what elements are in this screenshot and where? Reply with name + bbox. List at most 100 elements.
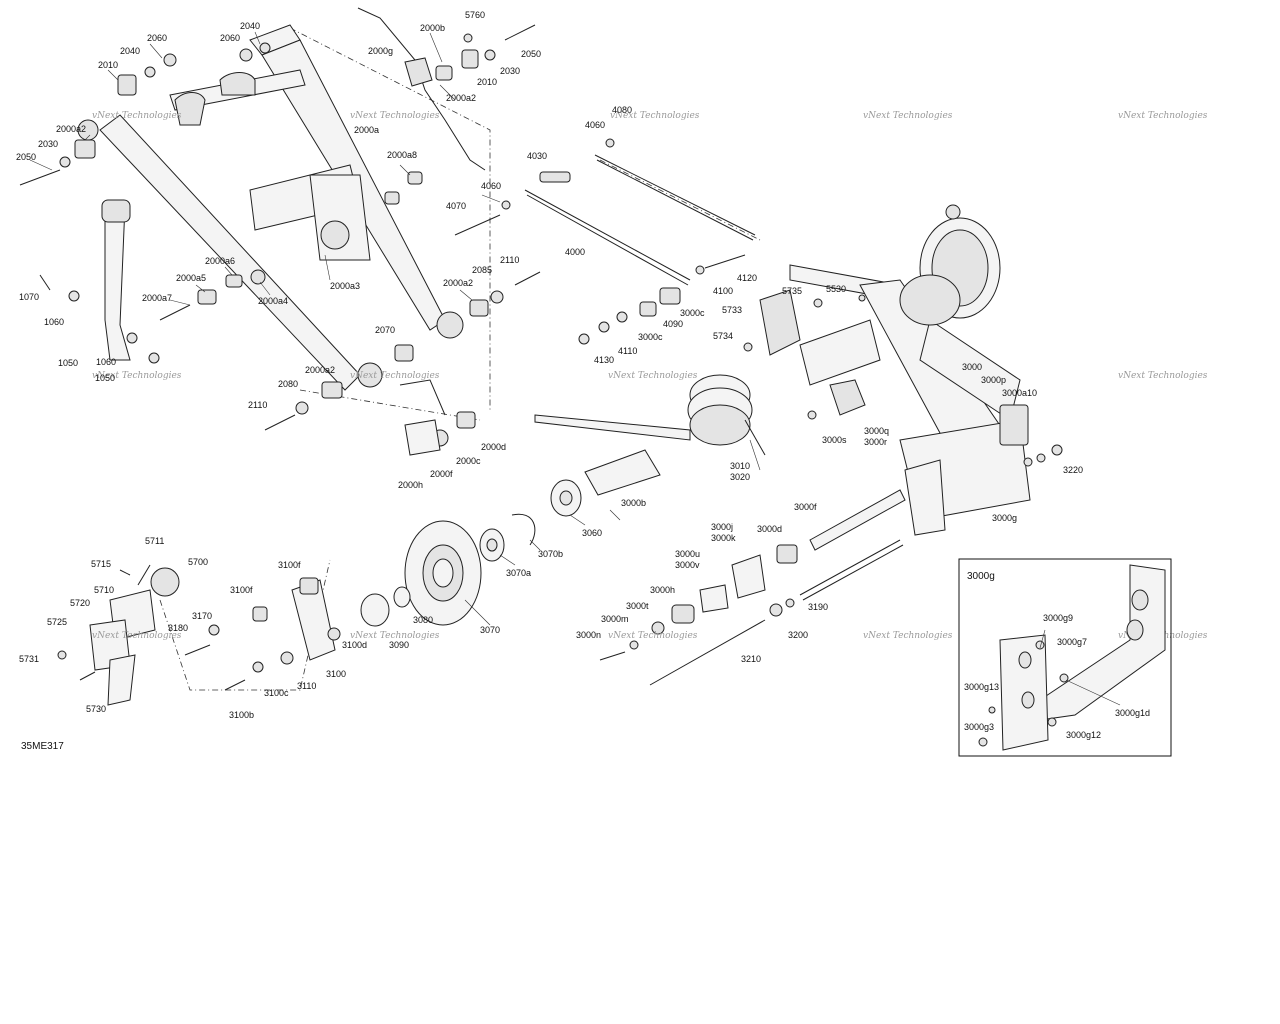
part-callout-label: 3000h	[650, 585, 675, 595]
part-callout-label: 3000t	[626, 601, 649, 611]
watermark: vNext Technologies	[350, 631, 440, 641]
part-callout-label: 3000g13	[964, 682, 999, 692]
part-callout-label: 3200	[788, 630, 808, 640]
part-callout-label: 2000a5	[176, 273, 206, 283]
part-callout-label: 2050	[521, 49, 541, 59]
watermark: vNext Technologies	[350, 371, 440, 381]
part-callout-label: 3000q	[864, 426, 889, 436]
part-callout-label: 1050	[58, 358, 78, 368]
watermark: vNext Technologies	[863, 631, 953, 641]
part-callout-label: 2030	[500, 66, 520, 76]
watermark: vNext Technologies	[92, 111, 182, 121]
part-callout-label: 3000c	[638, 332, 663, 342]
watermark: vNext Technologies	[350, 111, 440, 121]
part-callout-label: 3070a	[506, 568, 531, 578]
watermark: vNext Technologies	[610, 111, 700, 121]
part-callout-label: 5733	[722, 305, 742, 315]
part-callout-label: 2110	[500, 255, 519, 265]
part-callout-label: 3000g9	[1043, 613, 1073, 623]
drawing-reference-code: 35ME317	[21, 741, 64, 752]
part-callout-label: 3000u	[675, 549, 700, 559]
part-callout-label: 3000a10	[1002, 388, 1037, 398]
part-callout-label: 4090	[663, 319, 683, 329]
part-callout-label: 3110	[297, 681, 316, 691]
part-callout-label: 4120	[737, 273, 757, 283]
watermark: vNext Technologies	[608, 371, 698, 381]
part-callout-label: 1070	[19, 292, 39, 302]
part-callout-label: 2010	[98, 60, 118, 70]
part-callout-label: 1050	[95, 373, 115, 383]
part-callout-label: 5735	[782, 286, 802, 296]
part-callout-label: 2000a2	[56, 124, 86, 134]
part-callout-label: 4100	[713, 286, 733, 296]
part-callout-label: 2000a8	[387, 150, 417, 160]
part-callout-label: 2040	[120, 46, 140, 56]
part-callout-label: 2000a2	[443, 278, 473, 288]
part-callout-label: 2000b	[420, 23, 445, 33]
part-callout-label: 3000g7	[1057, 637, 1087, 647]
part-callout-label: 2000h	[398, 480, 423, 490]
part-callout-label: 3000m	[601, 614, 629, 624]
part-callout-label: 5730	[86, 704, 106, 714]
part-callout-label: 2110	[248, 400, 267, 410]
part-callout-label: 3100c	[264, 688, 289, 698]
part-callout-label: 3100f	[278, 560, 301, 570]
part-callout-label: 2000a3	[330, 281, 360, 291]
part-callout-label: 1060	[44, 317, 64, 327]
part-callout-label: 4070	[446, 201, 466, 211]
part-callout-label: 2000a4	[258, 296, 288, 306]
part-callout-label: 4030	[527, 151, 547, 161]
part-callout-label: 3000k	[711, 533, 736, 543]
watermark: vNext Technologies	[92, 371, 182, 381]
inset-title: 3000g	[967, 571, 995, 582]
part-callout-label: 3000n	[576, 630, 601, 640]
part-callout-label: 2000f	[430, 469, 453, 479]
part-callout-label: 5715	[91, 559, 111, 569]
part-callout-label: 2000g	[368, 46, 393, 56]
part-callout-label: 1060	[96, 357, 116, 367]
part-callout-label: 2060	[147, 33, 167, 43]
part-callout-label: 3000f	[794, 502, 817, 512]
watermark: vNext Technologies	[92, 631, 182, 641]
part-callout-label: 3180	[168, 623, 188, 633]
part-callout-label: 2060	[220, 33, 240, 43]
rear-suspension-illustration	[19, 7, 1063, 706]
part-callout-label: 3000j	[711, 522, 733, 532]
part-callout-label: 2000a2	[305, 365, 335, 375]
part-callout-label: 4060	[481, 181, 501, 191]
part-callout-label: 3010	[730, 461, 750, 471]
part-callout-label: 3070	[480, 625, 500, 635]
part-callout-label: 4130	[594, 355, 614, 365]
part-callout-label: 4080	[612, 105, 632, 115]
part-callout-label: 2080	[278, 379, 298, 389]
part-callout-label: 3070b	[538, 549, 563, 559]
part-callout-label: 3190	[808, 602, 828, 612]
part-callout-label: 3000c	[680, 308, 705, 318]
part-callout-label: 2050	[16, 152, 36, 162]
watermark: vNext Technologies	[1118, 111, 1208, 121]
part-callout-label: 2000a	[354, 125, 379, 135]
part-callout-label: 5734	[713, 331, 733, 341]
part-callout-label: 3210	[741, 654, 761, 664]
part-callout-label: 3000g3	[964, 722, 994, 732]
part-callout-label: 2000a2	[446, 93, 476, 103]
part-callout-label: 4060	[585, 120, 605, 130]
watermark: vNext Technologies	[608, 631, 698, 641]
part-callout-label: 3000d	[757, 524, 782, 534]
watermark: vNext Technologies	[1118, 371, 1208, 381]
part-callout-label: 3220	[1063, 465, 1083, 475]
inset-3000g: 3000g	[958, 558, 1172, 757]
watermarks: vNext Technologies vNext Technologies vN…	[92, 111, 1208, 641]
part-callout-label: 3000g12	[1066, 730, 1101, 740]
watermark: vNext Technologies	[863, 111, 953, 121]
part-callout-label: 4000	[565, 247, 585, 257]
part-callout-label: 3100b	[229, 710, 254, 720]
part-callout-label: 3000r	[864, 437, 887, 447]
part-callout-label: 3060	[582, 528, 602, 538]
part-callout-label: 2000d	[481, 442, 506, 452]
part-callout-label: 3020	[730, 472, 750, 482]
part-callout-label: 3170	[192, 611, 212, 621]
part-callout-label: 3000s	[822, 435, 847, 445]
